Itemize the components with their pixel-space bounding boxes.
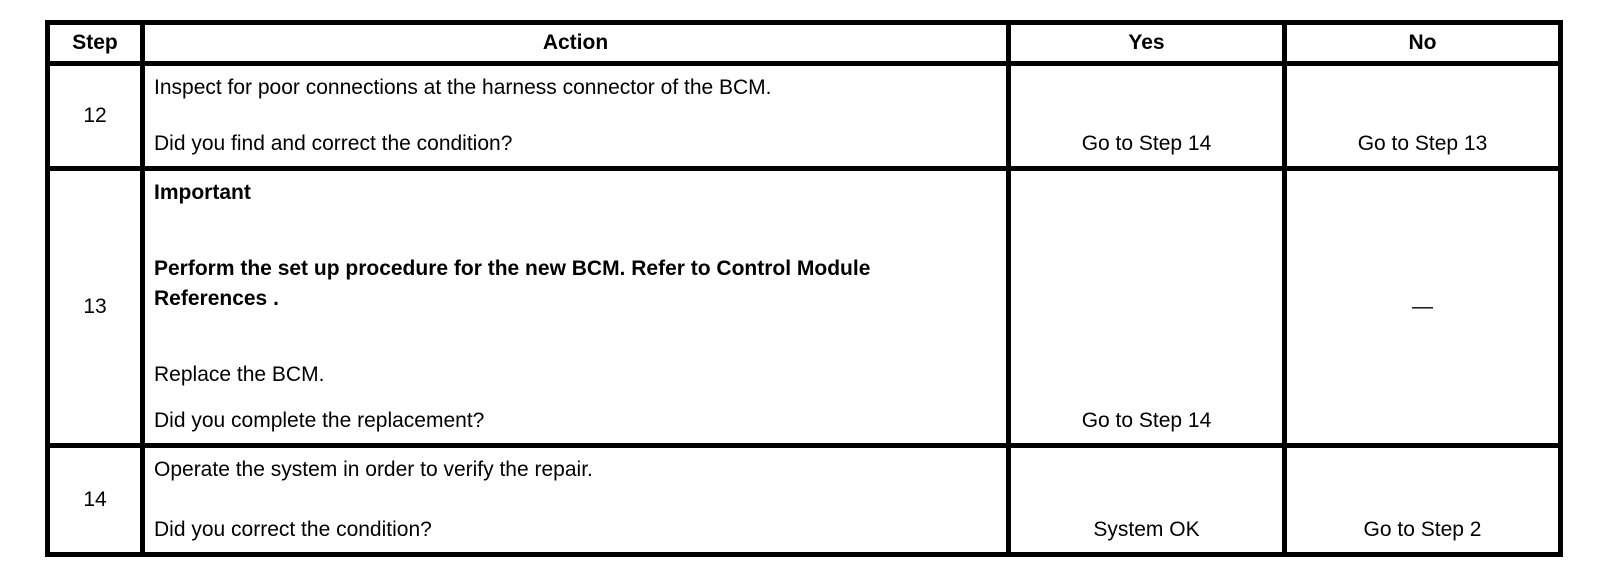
action-important-label: Important (154, 181, 251, 204)
no-cell: — (1282, 166, 1563, 448)
yes-cell: System OK (1006, 443, 1287, 557)
step-number: 13 (45, 166, 145, 448)
column-header-action: Action (140, 20, 1011, 66)
action-important-text: Perform the set up procedure for the new… (154, 257, 871, 310)
action-text: Operate the system in order to verify th… (154, 458, 593, 481)
action-text: Replace the BCM. (154, 363, 325, 386)
table-row-step-12: 12 Inspect for poor connections at the h… (45, 61, 1563, 171)
diagnostic-step-table: Step Action Yes No 12 Inspect for poor c… (45, 20, 1563, 557)
yes-cell: Go to Step 14 (1006, 61, 1287, 171)
yes-cell: Go to Step 14 (1006, 166, 1287, 448)
column-header-step: Step (45, 20, 145, 66)
step-number: 12 (45, 61, 145, 171)
table-header-row: Step Action Yes No (45, 20, 1563, 66)
table-row-step-13: 13 Important Perform the set up procedur… (45, 166, 1563, 448)
action-question: Did you complete the replacement? (154, 409, 485, 432)
action-question: Did you correct the condition? (154, 518, 432, 541)
table-row-step-14: 14 Operate the system in order to verify… (45, 443, 1563, 557)
action-cell: Important Perform the set up procedure f… (140, 166, 1011, 448)
step-number: 14 (45, 443, 145, 557)
column-header-yes: Yes (1006, 20, 1287, 66)
action-text: Inspect for poor connections at the harn… (154, 76, 772, 99)
action-question: Did you find and correct the condition? (154, 132, 513, 155)
action-cell: Inspect for poor connections at the harn… (140, 61, 1011, 171)
no-cell: Go to Step 13 (1282, 61, 1563, 171)
column-header-no: No (1282, 20, 1563, 66)
action-cell: Operate the system in order to verify th… (140, 443, 1011, 557)
no-cell: Go to Step 2 (1282, 443, 1563, 557)
